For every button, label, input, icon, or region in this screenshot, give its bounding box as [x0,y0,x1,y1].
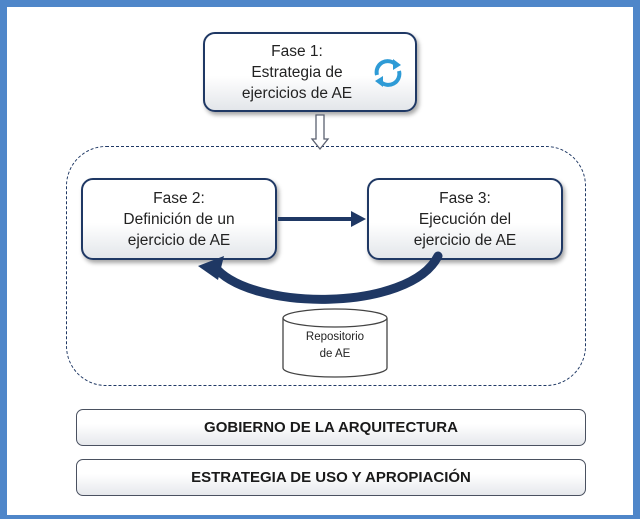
phase-3-line-1: Ejecución del [418,210,512,228]
repository-line-1: Repositorio [305,331,365,343]
governance-label: GOBIERNO DE LA ARQUITECTURA [204,419,458,436]
phase-2-box: Fase 2: Definición de un ejercicio de AE [81,178,277,260]
governance-bar: GOBIERNO DE LA ARQUITECTURA [76,409,586,446]
phase-2-line-1: Definición de un [123,210,235,228]
phase-1-line-2: ejercicios de AE [241,84,353,102]
phase-1-box: Fase 1: Estrategia de ejercicios de AE [203,32,417,112]
phase-3-line-2: ejercicio de AE [413,231,517,249]
strategy-bar: ESTRATEGIA DE USO Y APROPIACIÓN [76,459,586,496]
phase-3-title: Fase 3: [439,189,491,207]
strategy-label: ESTRATEGIA DE USO Y APROPIACIÓN [191,469,471,486]
repository-line-2: de AE [319,348,351,360]
cycle-icon [374,59,402,87]
phase-1-title: Fase 1: [271,42,323,60]
phase-3-box: Fase 3: Ejecución del ejercicio de AE [367,178,563,260]
repository-label: Repositorio de AE [280,329,390,363]
phase-2-line-2: ejercicio de AE [127,231,231,249]
phase-1-line-1: Estrategia de [251,63,343,81]
phase-2-title: Fase 2: [153,189,205,207]
